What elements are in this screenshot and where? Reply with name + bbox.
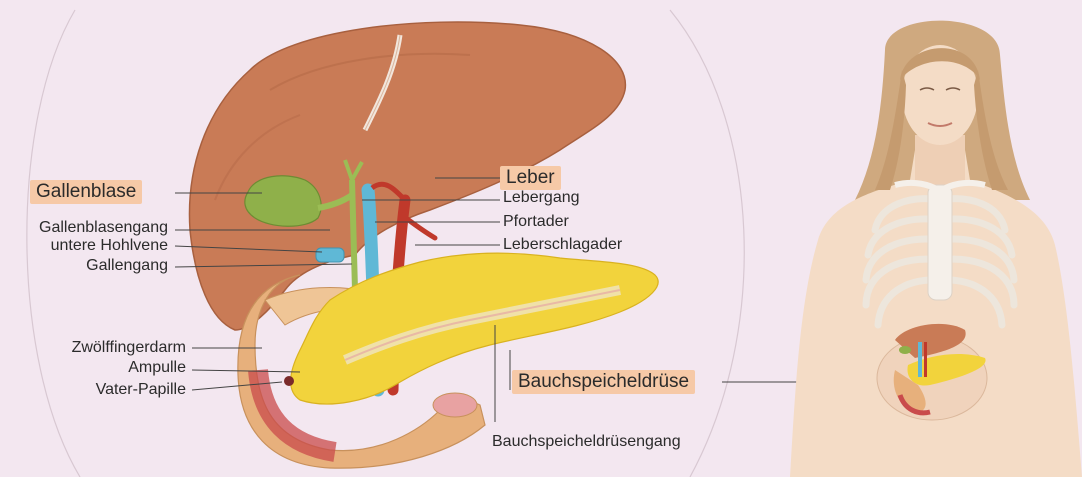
label-gallenblase: Gallenblase	[30, 180, 142, 204]
label-untere-hohlvene: untere Hohlvene	[51, 237, 168, 255]
label-zwoelffingerdarm: Zwölffingerdarm	[72, 339, 186, 357]
gallbladder	[245, 176, 321, 226]
female-body-figure	[790, 21, 1082, 477]
label-ampulle: Ampulle	[128, 359, 186, 377]
label-gallengang: Gallengang	[86, 257, 168, 275]
label-gallenblasengang: Gallenblasengang	[39, 219, 168, 237]
label-vater-papille: Vater-Papille	[96, 381, 186, 399]
label-bauchspeicheldruesengang: Bauchspeicheldrüsengang	[492, 433, 681, 451]
inferior-vena-cava	[316, 248, 344, 262]
label-leber: Leber	[500, 166, 561, 190]
label-bauchspeicheldruese: Bauchspeicheldrüse	[512, 370, 695, 394]
label-lebergang: Lebergang	[503, 189, 580, 207]
label-leberschlagader: Leberschlagader	[503, 236, 622, 254]
label-pfortader: Pfortader	[503, 213, 569, 231]
vater-papilla	[284, 376, 294, 386]
